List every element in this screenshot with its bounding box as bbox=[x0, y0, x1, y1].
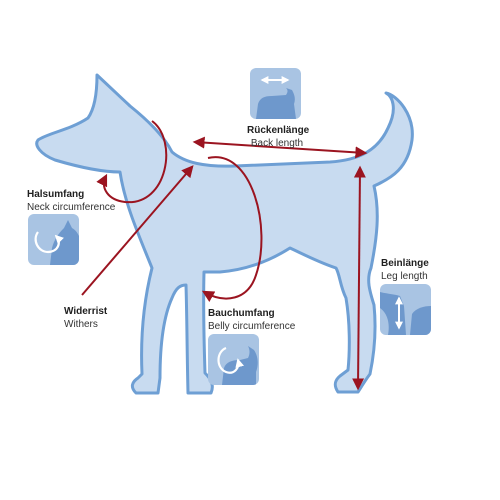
neck-icon bbox=[28, 214, 79, 265]
belly-label-de: Bauchumfang bbox=[208, 308, 275, 319]
withers-label-de: Widerrist bbox=[64, 306, 108, 317]
withers-label: Widerrist Withers bbox=[64, 305, 107, 331]
leg-label-de: Beinlänge bbox=[381, 258, 429, 269]
belly-label: Bauchumfang Belly circumference bbox=[208, 307, 295, 333]
withers-label-en: Withers bbox=[64, 319, 98, 330]
belly-label-en: Belly circumference bbox=[208, 321, 296, 332]
leg-label-en: Leg length bbox=[381, 271, 428, 282]
belly-icon bbox=[208, 334, 259, 385]
neck-label: Halsumfang Neck circumference bbox=[27, 188, 115, 214]
back-length-arrow bbox=[192, 136, 368, 159]
withers-arrow bbox=[81, 165, 194, 296]
leg-label: Beinlänge Leg length bbox=[381, 257, 429, 283]
belly-measurement-loop bbox=[201, 156, 263, 302]
neck-label-en: Neck circumference bbox=[27, 202, 116, 213]
back-length-label: Rückenlänge Back length bbox=[247, 124, 310, 150]
neck-label-de: Halsumfang bbox=[27, 189, 85, 200]
leg-icon bbox=[380, 284, 431, 335]
dog-silhouette bbox=[35, 73, 414, 395]
back-length-label-de: Rückenlänge bbox=[247, 125, 310, 136]
neck-measurement-loop bbox=[96, 120, 168, 204]
leg-length-arrow bbox=[352, 165, 366, 391]
back-length-icon bbox=[250, 68, 301, 119]
back-length-label-en: Back length bbox=[250, 138, 304, 149]
